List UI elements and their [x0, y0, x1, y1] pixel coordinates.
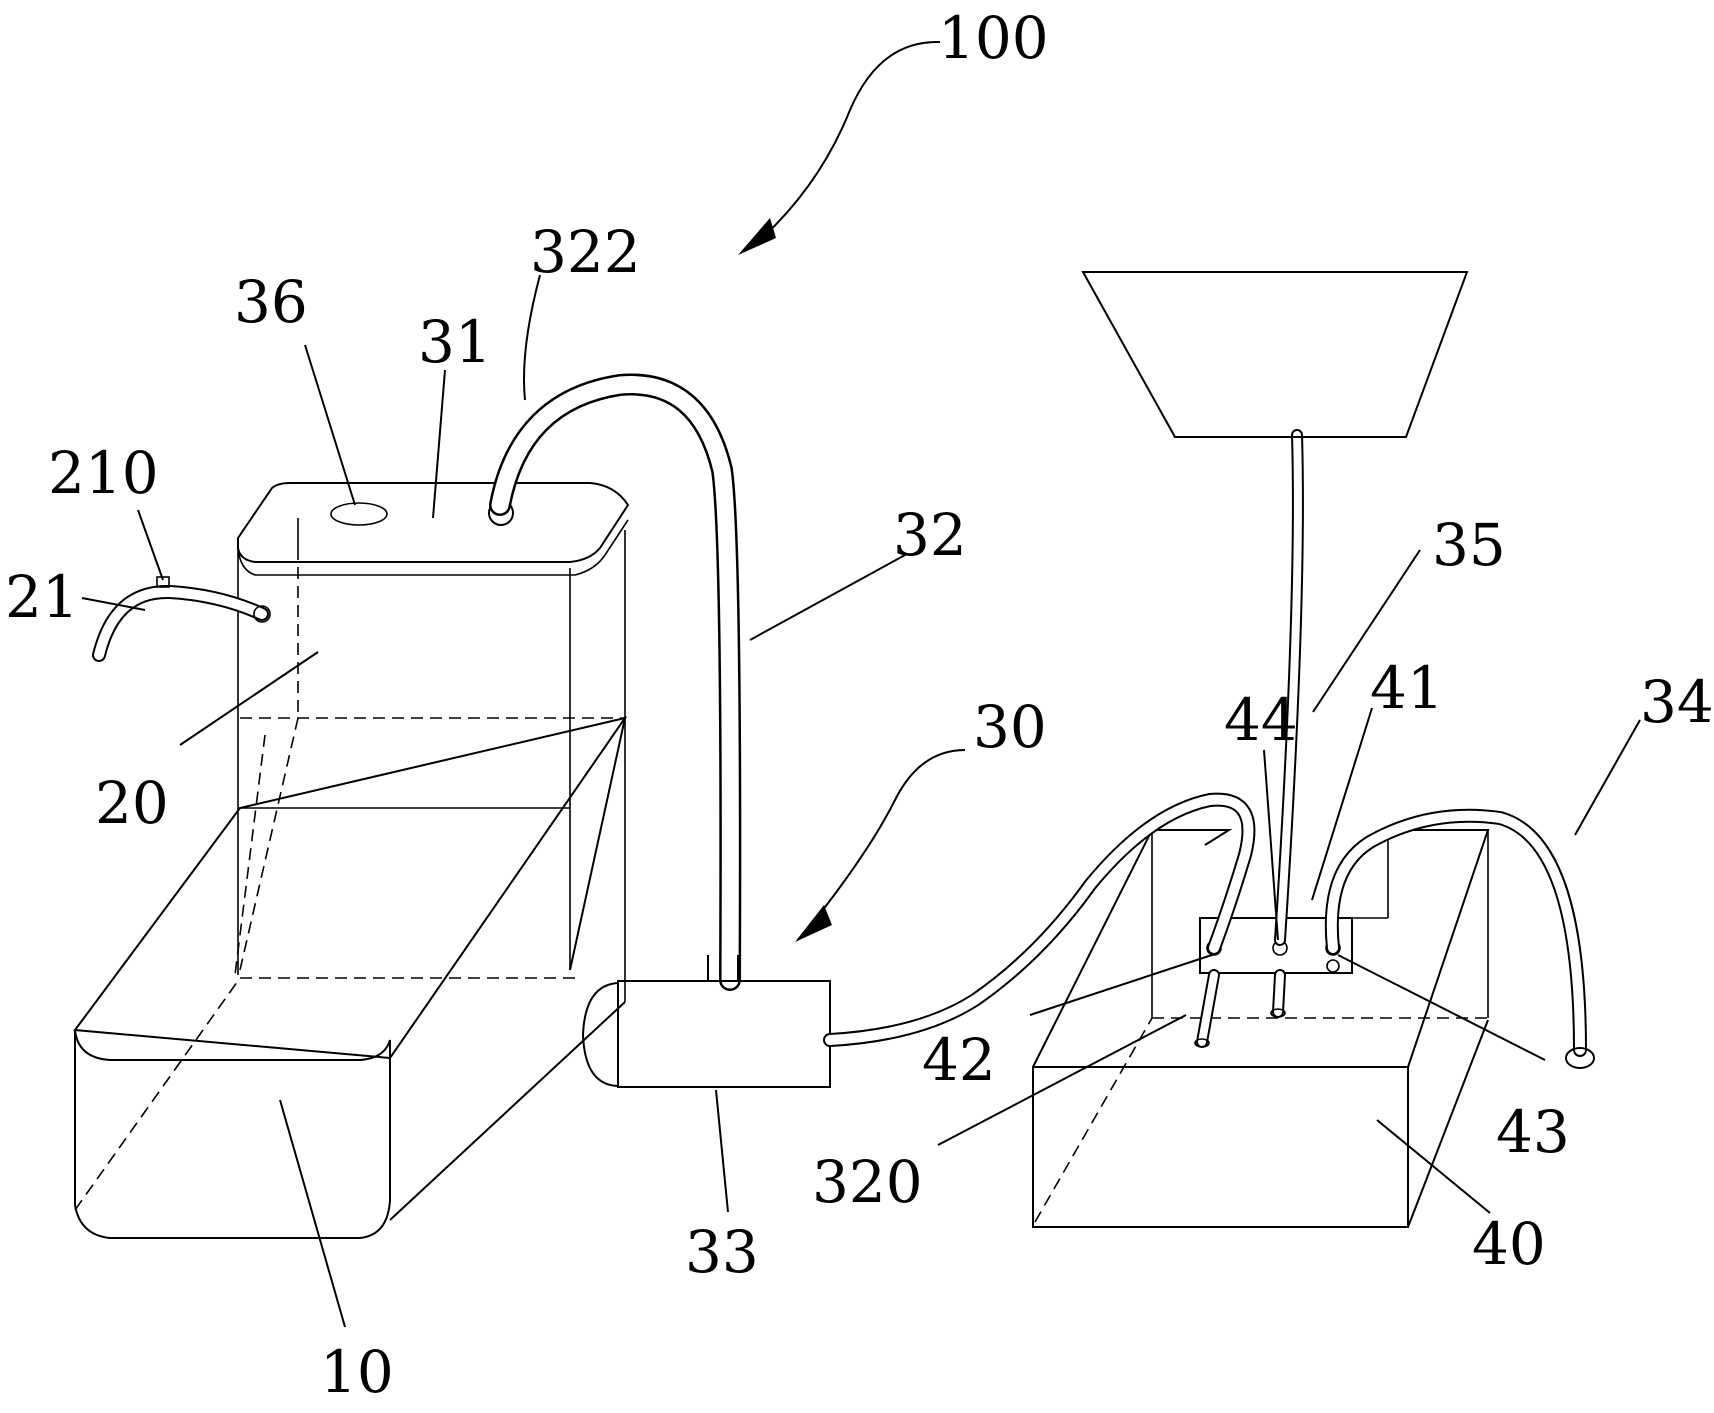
label-30: 30 [973, 693, 1047, 761]
label-10: 10 [320, 1338, 394, 1406]
pipe-pump-to-42 [823, 792, 1256, 1047]
label-320: 320 [812, 1148, 923, 1216]
pipe-34 [1324, 808, 1595, 1069]
pipe-44-stem [1270, 969, 1286, 1018]
label-43: 43 [1496, 1098, 1570, 1166]
pipe-21 [92, 576, 271, 662]
arrow-30 [795, 749, 966, 942]
label-41: 41 [1370, 654, 1444, 722]
label-31: 31 [418, 308, 492, 376]
label-210: 210 [48, 439, 159, 507]
label-33: 33 [685, 1218, 759, 1286]
pipe-320 [1194, 969, 1220, 1048]
container-40 [1032, 829, 1490, 1228]
arrow-100 [738, 40, 941, 255]
label-100: 100 [938, 4, 1049, 72]
opening-36 [330, 502, 388, 526]
label-35: 35 [1432, 511, 1506, 579]
label-21: 21 [5, 563, 79, 631]
label-40: 40 [1472, 1210, 1546, 1278]
pipe-35 [1274, 429, 1304, 946]
label-34: 34 [1640, 668, 1714, 736]
label-42: 42 [922, 1026, 996, 1094]
label-32: 32 [893, 501, 967, 569]
label-322: 322 [530, 218, 641, 286]
label-20: 20 [95, 769, 169, 837]
tank-lid-31 [237, 482, 630, 576]
water-tank-20 [234, 518, 626, 976]
label-36: 36 [234, 268, 308, 336]
label-44: 44 [1224, 686, 1298, 754]
valve-210 [156, 576, 170, 588]
base-tray-10 [73, 716, 628, 1239]
pump-33 [581, 955, 831, 1088]
leader-lines [81, 274, 1641, 1328]
pipe-32 [489, 373, 742, 991]
funnel [1081, 271, 1469, 438]
reference-labels: 100 322 36 31 210 21 32 35 20 30 44 41 3… [5, 4, 1714, 1406]
